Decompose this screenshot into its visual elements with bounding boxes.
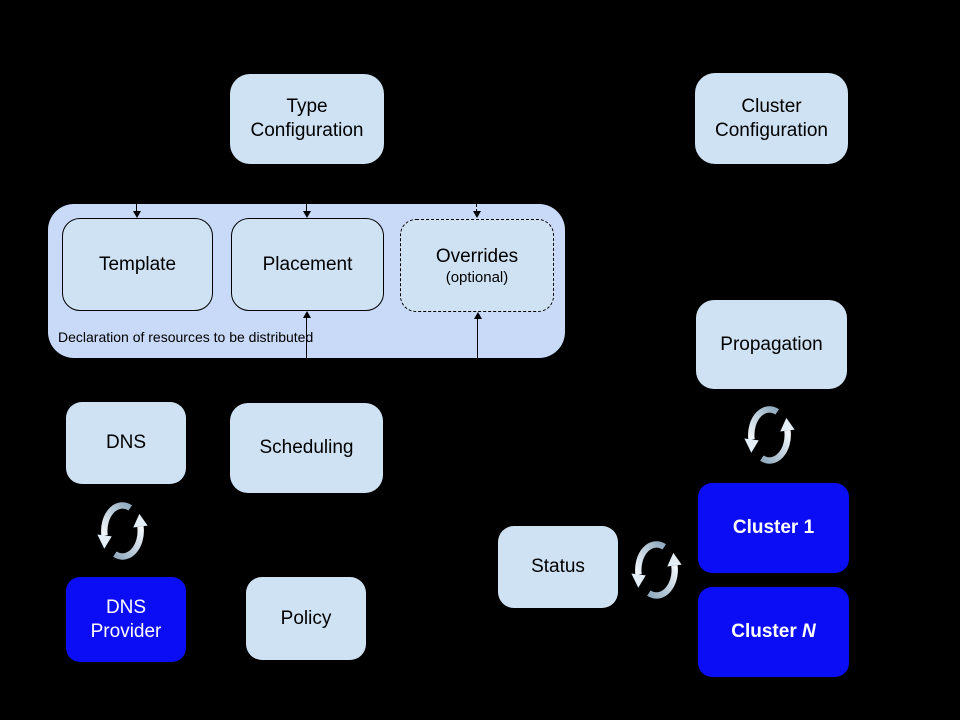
- node-label: DNS: [105, 596, 147, 618]
- node-cluster-configuration: Cluster Configuration: [695, 73, 848, 164]
- sync-icon: [631, 533, 682, 607]
- node-cluster-n: Cluster N: [698, 587, 849, 677]
- node-sublabel: (optional): [445, 268, 509, 286]
- arrow-line-into-overrides-bottom: [477, 319, 478, 358]
- arrow-line-into-placement-top: [306, 204, 307, 212]
- node-scheduling: Scheduling: [230, 403, 383, 493]
- node-label: DNS: [105, 432, 147, 454]
- node-label: Propagation: [720, 333, 823, 355]
- node-label: Status: [531, 556, 585, 578]
- node-label: Cluster: [741, 95, 802, 117]
- node-policy: Policy: [246, 577, 366, 660]
- node-label: Configuration: [250, 120, 364, 141]
- node-label: Overrides: [435, 246, 519, 267]
- node-label: Policy: [280, 607, 332, 629]
- node-label: Cluster N: [731, 620, 815, 644]
- node-label: Placement: [262, 253, 353, 275]
- arrow-line-into-template: [136, 204, 137, 212]
- cluster-n-italic: N: [802, 621, 816, 643]
- arrowhead-into-overrides-top: [473, 211, 481, 218]
- node-status: Status: [498, 526, 618, 608]
- arrow-line-into-overrides-top: [476, 204, 477, 212]
- node-cluster-1: Cluster 1: [698, 483, 849, 573]
- arrowhead-into-overrides-bottom: [474, 312, 482, 319]
- arrowhead-into-template: [133, 211, 141, 218]
- arrow-line-into-placement-bottom: [306, 318, 307, 358]
- node-label: Template: [98, 253, 177, 275]
- node-overrides: Overrides (optional): [400, 219, 554, 312]
- node-dns: DNS: [66, 402, 186, 484]
- arrowhead-into-placement-top: [303, 211, 311, 218]
- node-propagation: Propagation: [696, 300, 847, 389]
- sync-icon: [744, 398, 795, 472]
- node-placement: Placement: [231, 218, 384, 311]
- node-dns-provider: DNS Provider: [66, 577, 186, 662]
- node-label: Cluster 1: [732, 517, 815, 539]
- group-caption: Declaration of resources to be distribut…: [58, 329, 314, 345]
- node-label: Scheduling: [259, 437, 354, 459]
- arrowhead-into-placement-bottom: [303, 311, 311, 318]
- node-type-configuration: Type Configuration: [230, 74, 384, 164]
- node-label: Provider: [90, 620, 162, 642]
- node-label: Configuration: [714, 119, 829, 141]
- node-label: Type: [286, 96, 328, 118]
- cluster-n-prefix: Cluster: [731, 621, 802, 643]
- sync-icon: [97, 494, 148, 568]
- node-template: Template: [62, 218, 213, 311]
